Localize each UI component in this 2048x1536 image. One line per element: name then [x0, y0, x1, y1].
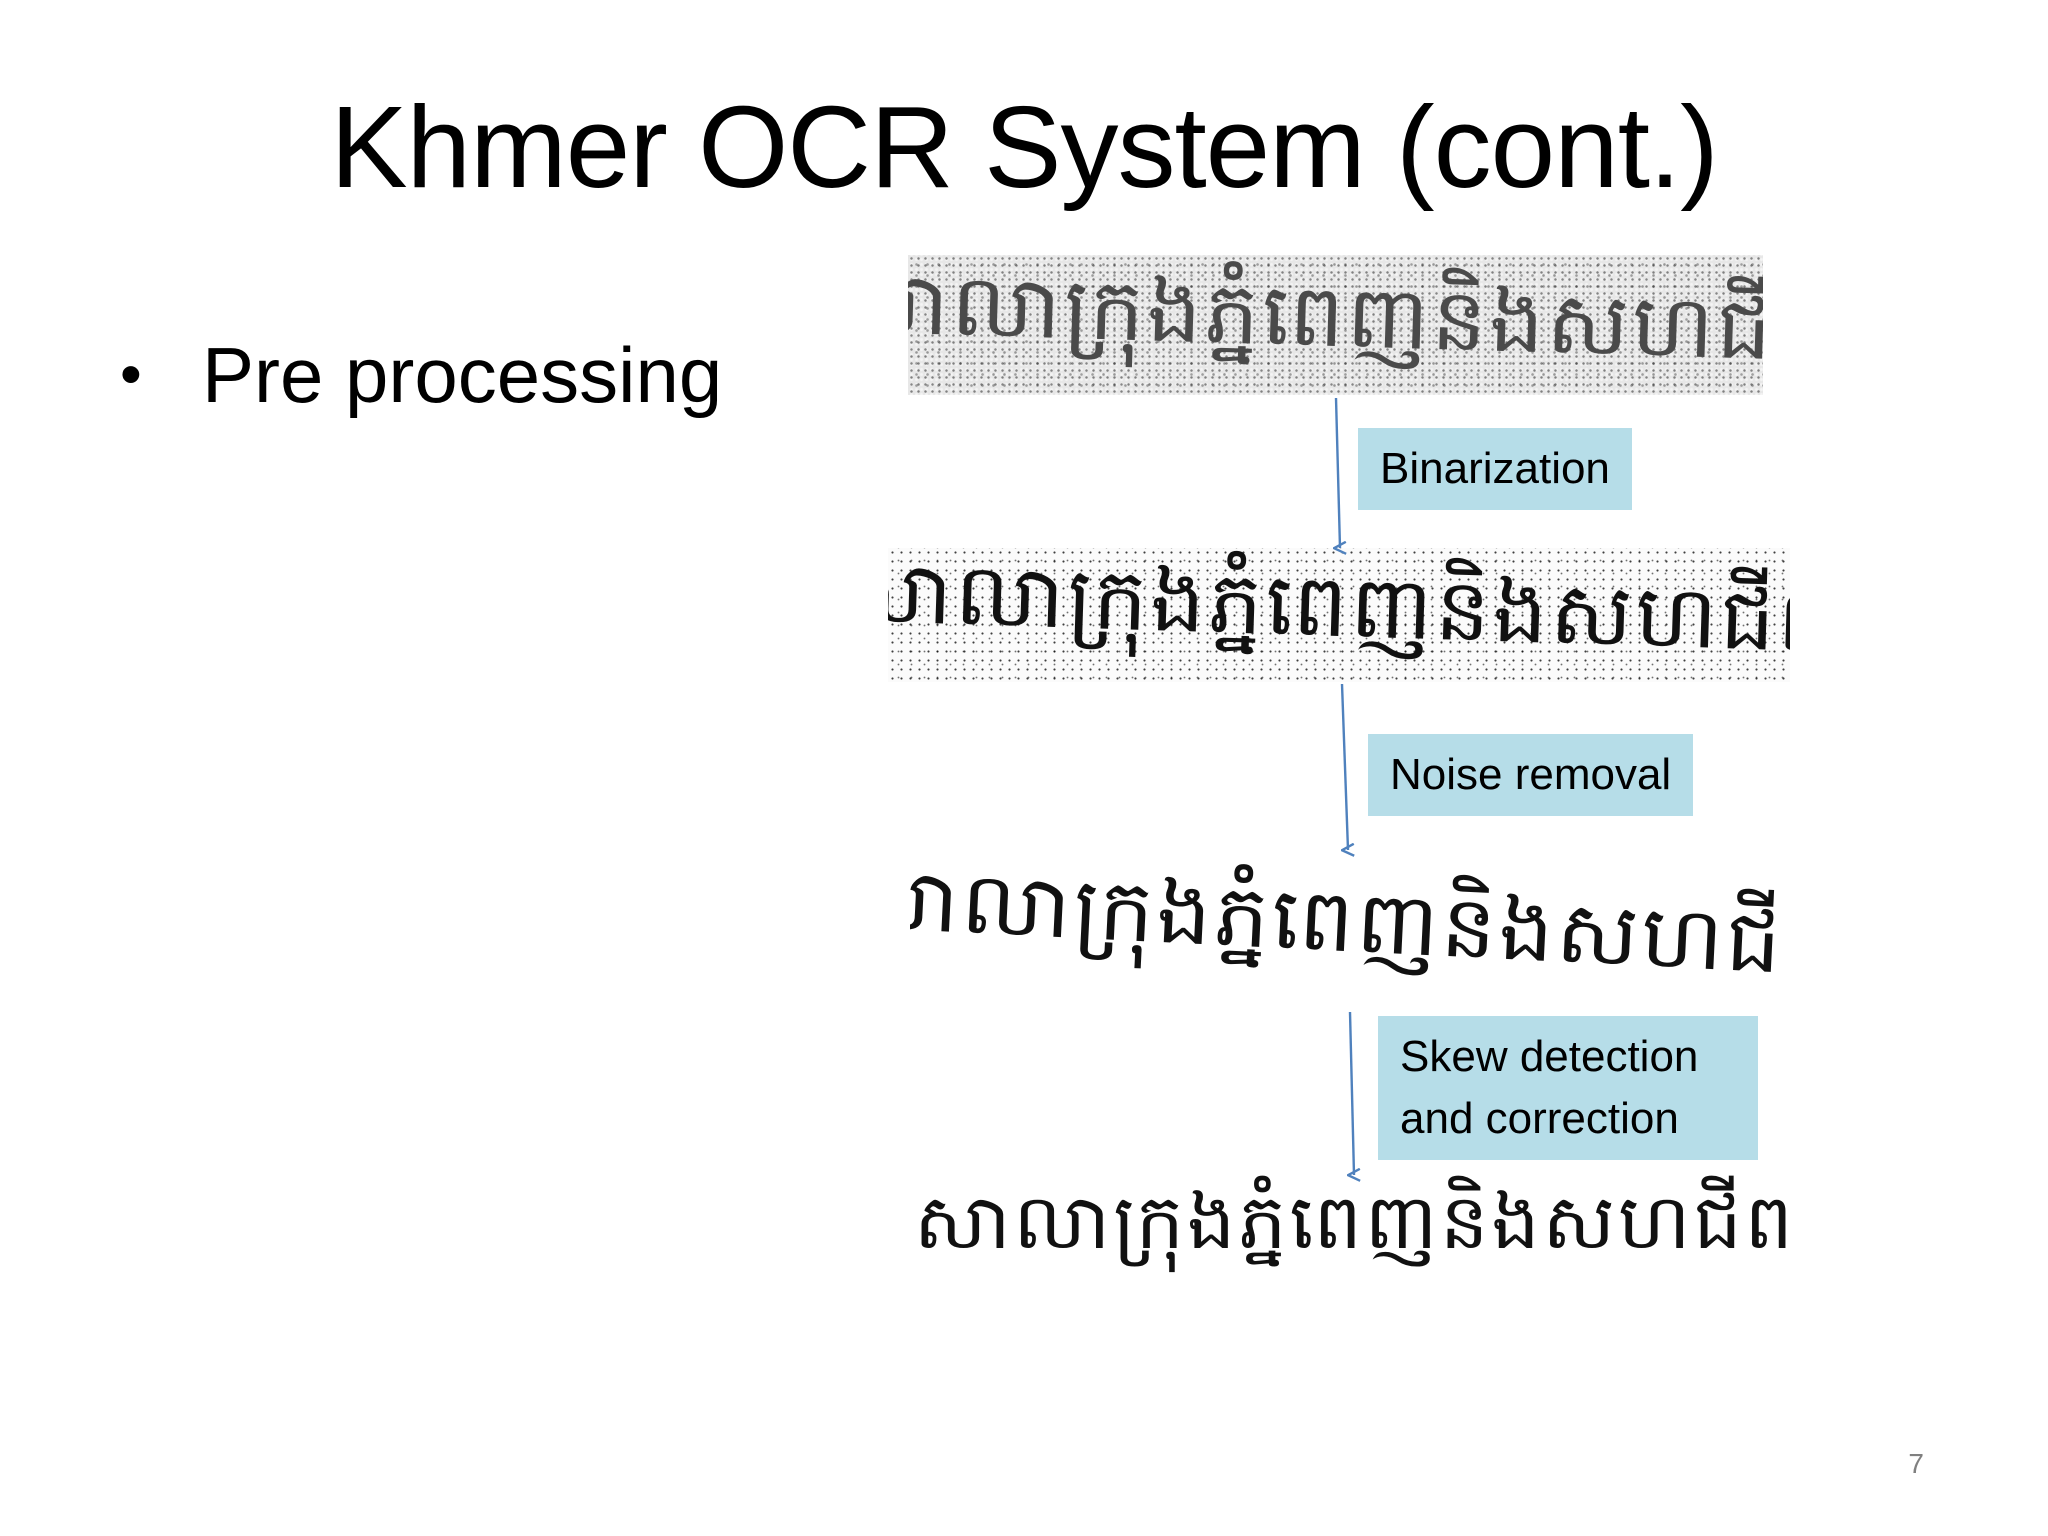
khmer-sample-text-denoised: សាលាក្រុងភ្នំពេញនិងសហជីព — [910, 850, 1780, 997]
noise-removed-khmer-image: សាលាក្រុងភ្នំពេញនិងសហជីព — [910, 850, 1780, 1010]
noise-removal-label: Noise removal — [1368, 734, 1694, 816]
binarization-label: Binarization — [1358, 428, 1632, 510]
bullet-text: Pre processing — [202, 331, 723, 419]
bullet-item-preprocessing: • Pre processing — [120, 330, 722, 420]
page-number: 7 — [1908, 1448, 1924, 1479]
arrow-to-corrected-icon — [1350, 1011, 1354, 1175]
khmer-sample-text-binarized: សាលាក្រុងភ្នំពេញនិងសហជីព — [888, 548, 1790, 673]
bullet-icon: • — [120, 340, 142, 409]
arrow-to-noise-removed-icon — [1342, 683, 1348, 850]
arrow-to-binarized-icon — [1336, 397, 1340, 548]
slide-title: Khmer OCR System (cont.) — [330, 82, 1719, 212]
binarized-khmer-image: សាលាក្រុងភ្នំពេញនិងសហជីព — [888, 548, 1790, 682]
corrected-khmer-image: សាលាក្រុងភ្នំពេញនិងសហជីព — [920, 1170, 1790, 1290]
khmer-sample-text-corrected: សាលាក្រុងភ្នំពេញនិងសហជីព — [920, 1176, 1790, 1266]
khmer-sample-text-original: សាលាក្រុងភ្នំពេញនិងសហជីព — [908, 255, 1763, 382]
skew-correction-label: Skew detection and correction — [1378, 1016, 1758, 1160]
noisy-grayscale-khmer-image: សាលាក្រុងភ្នំពេញនិងសហជីព — [908, 255, 1763, 395]
